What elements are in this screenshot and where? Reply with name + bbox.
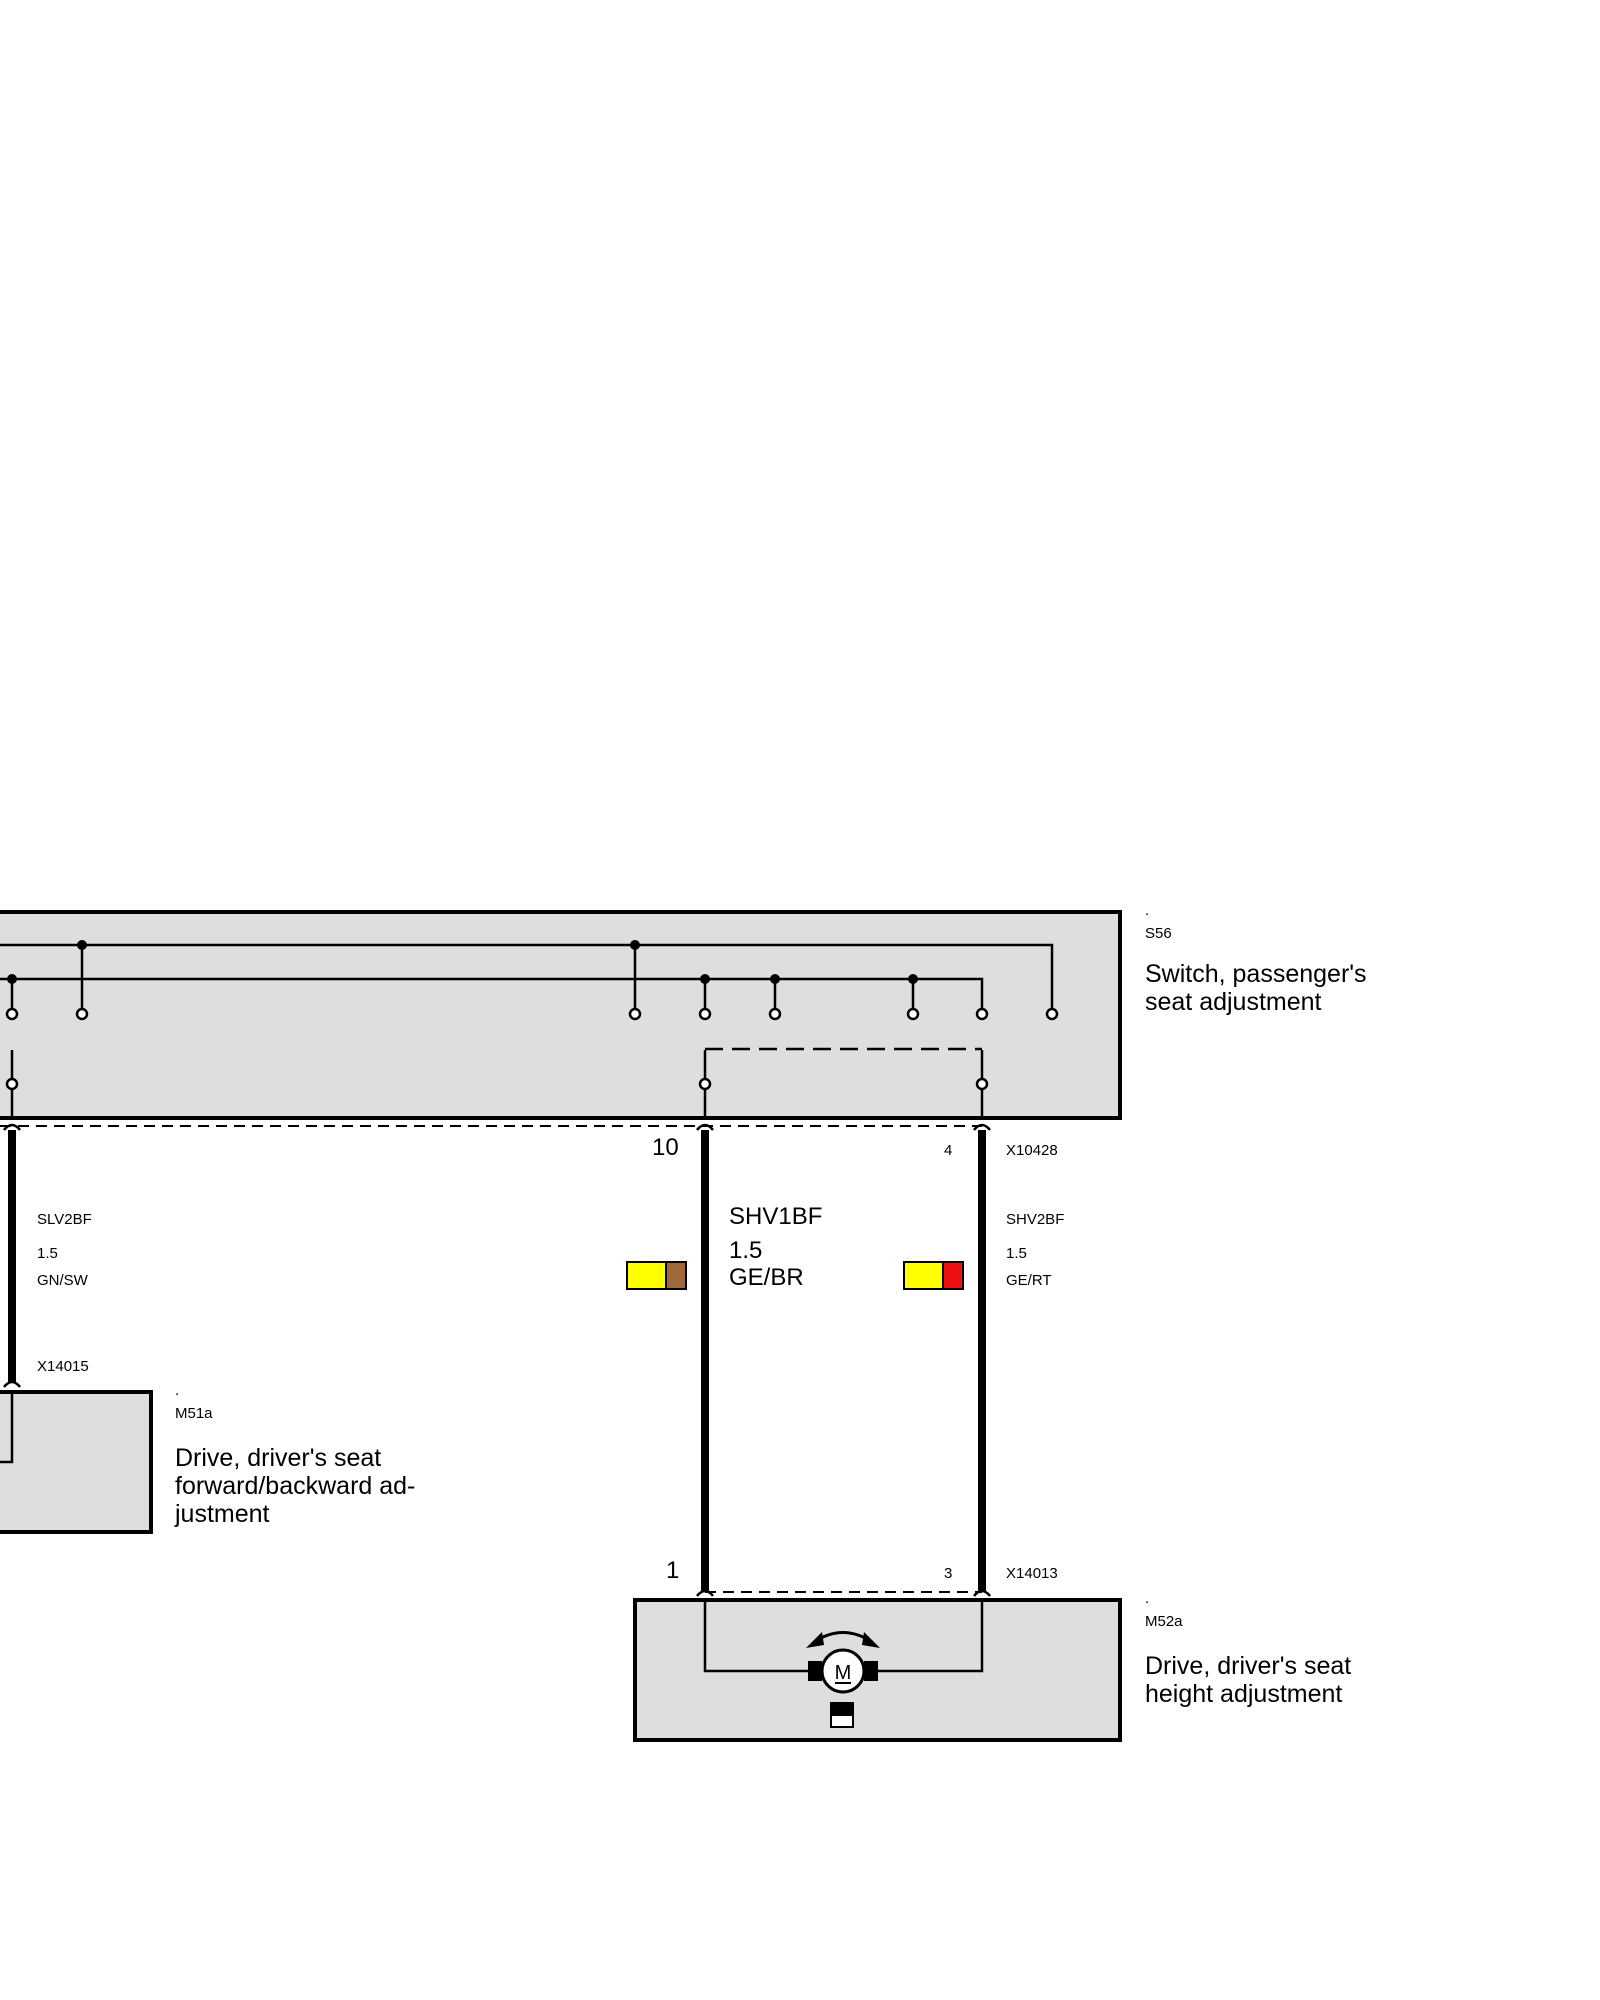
motor-label: M <box>835 1662 852 1684</box>
switch-s56-bus-lower <box>0 977 984 1014</box>
junction-dot <box>7 974 17 984</box>
x10428-pin-left: 10 <box>652 1134 679 1161</box>
x14015-name: X14015 <box>37 1358 89 1375</box>
switch-terminal <box>698 1077 712 1091</box>
junction-dot <box>908 974 918 984</box>
x14013-pin-right: 3 <box>944 1565 952 1582</box>
swatch-secondary <box>665 1261 687 1290</box>
motor-symbol: M <box>806 1631 880 1694</box>
switch-terminal <box>768 1007 782 1021</box>
hall-sensor-top <box>830 1702 854 1716</box>
m51a-dot: . <box>175 1382 179 1399</box>
connector-x10428-pins <box>3 1123 991 1131</box>
m51a-desc-line1: Drive, driver's seat <box>175 1444 381 1472</box>
connector-x14015-pin <box>3 1380 21 1388</box>
shv2bf-gauge: 1.5 <box>1006 1245 1027 1262</box>
connector-x14013 <box>696 1589 991 1597</box>
x14013-pin-left: 1 <box>666 1557 679 1584</box>
shv2bf-color-swatch <box>903 1261 964 1290</box>
swatch-primary <box>626 1261 667 1290</box>
m52a-dot: . <box>1145 1590 1149 1607</box>
m52a-desc-line2: height adjustment <box>1145 1680 1342 1708</box>
drive-m51a-internal-wire <box>0 1392 14 1464</box>
switch-terminal <box>698 1007 712 1021</box>
drive-m51a-body <box>0 1390 153 1534</box>
switch-terminal <box>1045 1007 1059 1021</box>
shv1bf-color-swatch <box>626 1261 687 1290</box>
hall-sensor-bottom <box>830 1714 854 1728</box>
slv2bf-gauge: 1.5 <box>37 1245 58 1262</box>
junction-dot <box>700 974 710 984</box>
shv2bf-color-code: GE/RT <box>1006 1272 1052 1289</box>
m52a-desc-line1: Drive, driver's seat <box>1145 1652 1351 1680</box>
slv2bf-color-code: GN/SW <box>37 1272 89 1289</box>
junction-dot <box>630 940 640 950</box>
drive-m52a: M <box>633 1598 1122 1742</box>
shv1bf-gauge: 1.5 <box>729 1237 762 1264</box>
motor-brush-left <box>808 1661 822 1681</box>
switch-terminal <box>628 1007 642 1021</box>
motor-brush-right <box>864 1661 878 1681</box>
shv2bf-name: SHV2BF <box>1006 1211 1064 1228</box>
switch-s56-bus-upper <box>0 943 1054 1014</box>
junction-dot <box>77 940 87 950</box>
s56-code: S56 <box>1145 925 1172 942</box>
switch-terminal <box>906 1007 920 1021</box>
switch-terminal <box>975 1007 989 1021</box>
x10428-name: X10428 <box>1006 1142 1058 1159</box>
s56-desc-line1: Switch, passenger's <box>1145 960 1367 988</box>
switch-s56-body <box>0 910 1122 1120</box>
switch-terminal <box>75 1007 89 1021</box>
motor-arrow-left-head <box>806 1632 824 1648</box>
x14013-name: X14013 <box>1006 1565 1058 1582</box>
drive-m51a <box>0 1390 153 1534</box>
swatch-primary <box>903 1261 944 1290</box>
s56-dot: . <box>1145 902 1149 919</box>
connector-x10428 <box>0 1123 991 1131</box>
slv2bf-name: SLV2BF <box>37 1211 92 1228</box>
m51a-code: M51a <box>175 1405 213 1422</box>
motor-body <box>820 1648 866 1694</box>
shv1bf-color-code: GE/BR <box>729 1264 804 1291</box>
hall-sensor-symbol <box>830 1702 854 1728</box>
s56-desc-line2: seat adjustment <box>1145 988 1322 1016</box>
shv1bf-name: SHV1BF <box>729 1203 822 1230</box>
switch-s56 <box>0 910 1122 1120</box>
motor-arrow-right-head <box>862 1632 880 1648</box>
x10428-pin-right: 4 <box>944 1142 952 1159</box>
junction-dot <box>770 974 780 984</box>
connector-x14013-pins <box>696 1589 991 1597</box>
drive-m52a-internal-wire <box>703 1600 984 1673</box>
m52a-code: M52a <box>1145 1613 1183 1630</box>
switch-terminal <box>5 1077 19 1091</box>
switch-terminal <box>5 1007 19 1021</box>
switch-terminal <box>975 1077 989 1091</box>
m51a-desc-line3: justment <box>174 1500 270 1528</box>
swatch-secondary <box>942 1261 964 1290</box>
m51a-desc-line2: forward/backward ad- <box>175 1472 415 1500</box>
